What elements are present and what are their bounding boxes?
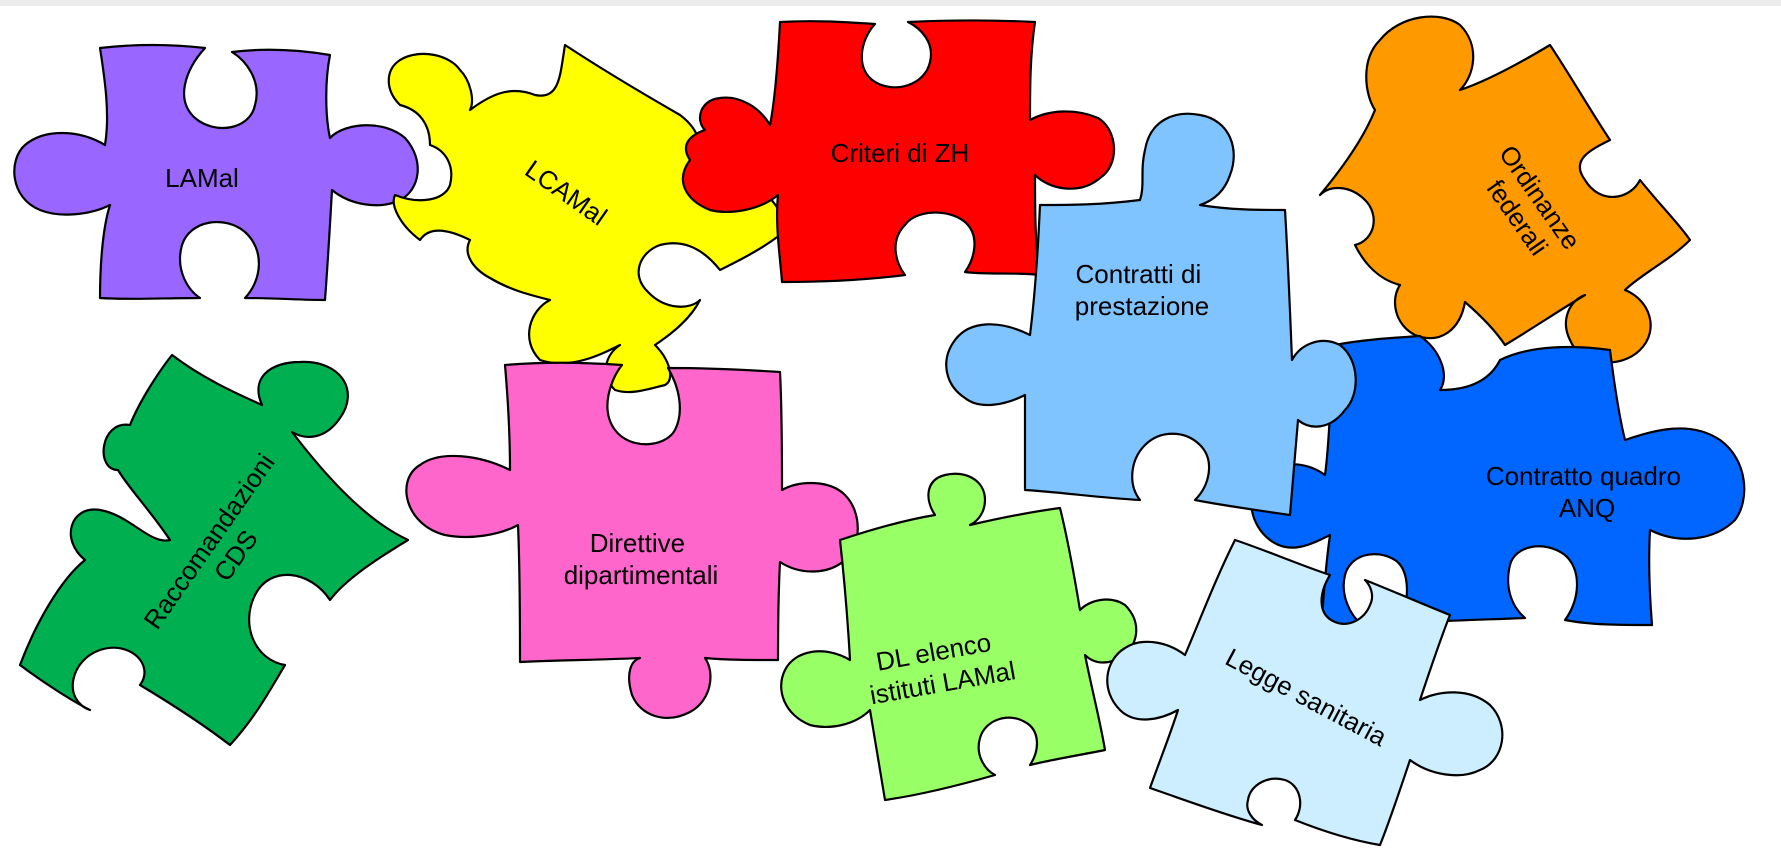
- puzzle-piece-contratto-anq: Contratto quadro ANQ: [1250, 334, 1746, 652]
- piece-shape-raccomandazioni: [18, 353, 410, 747]
- piece-shape-lcamal: [387, 43, 785, 394]
- piece-shape-contratto-anq: [1250, 334, 1746, 652]
- puzzle-piece-direttive: Direttive dipartimentali: [405, 361, 859, 719]
- piece-shape-legge: [1106, 538, 1504, 847]
- puzzle-piece-legge: Legge sanitaria: [1106, 538, 1504, 847]
- piece-label-contratto-anq: Contratto quadro ANQ: [1486, 461, 1688, 523]
- label-line-2: prestazione: [1075, 291, 1209, 321]
- top-strip: [0, 0, 1781, 6]
- puzzle-piece-lcamal: LCAMal: [387, 43, 785, 394]
- piece-shape-direttive: [405, 361, 859, 719]
- piece-label-direttive: Direttive dipartimentali: [564, 528, 719, 590]
- label-line-1: Contratti di: [1076, 259, 1202, 289]
- puzzle-piece-raccomandazioni: Raccomandazioni CDS: [18, 353, 410, 747]
- puzzle-piece-criteri-zh: Criteri di ZH: [681, 19, 1116, 284]
- piece-shape-lamal: [13, 43, 419, 302]
- piece-shape-dl-elenco: [780, 472, 1138, 802]
- piece-shape-contratti: [945, 112, 1357, 517]
- piece-label-contratti: Contratti di prestazione: [1075, 259, 1209, 321]
- piece-shape-criteri-zh: [681, 19, 1116, 284]
- piece-label-criteri-zh: Criteri di ZH: [831, 138, 970, 168]
- label-line-2: dipartimentali: [564, 560, 719, 590]
- label-line-1: Direttive: [590, 528, 685, 558]
- puzzle-piece-ordinanze: Ordinanze federali: [1318, 15, 1692, 364]
- label-line-1: Contratto quadro: [1486, 461, 1681, 491]
- piece-label-lamal: LAMal: [165, 163, 239, 193]
- label-line-2: ANQ: [1559, 493, 1615, 523]
- puzzle-piece-lamal: LAMal: [13, 43, 419, 302]
- puzzle-piece-contratti: Contratti di prestazione: [945, 112, 1357, 517]
- puzzle-piece-dl-elenco: DL elenco istituti LAMal: [780, 472, 1138, 802]
